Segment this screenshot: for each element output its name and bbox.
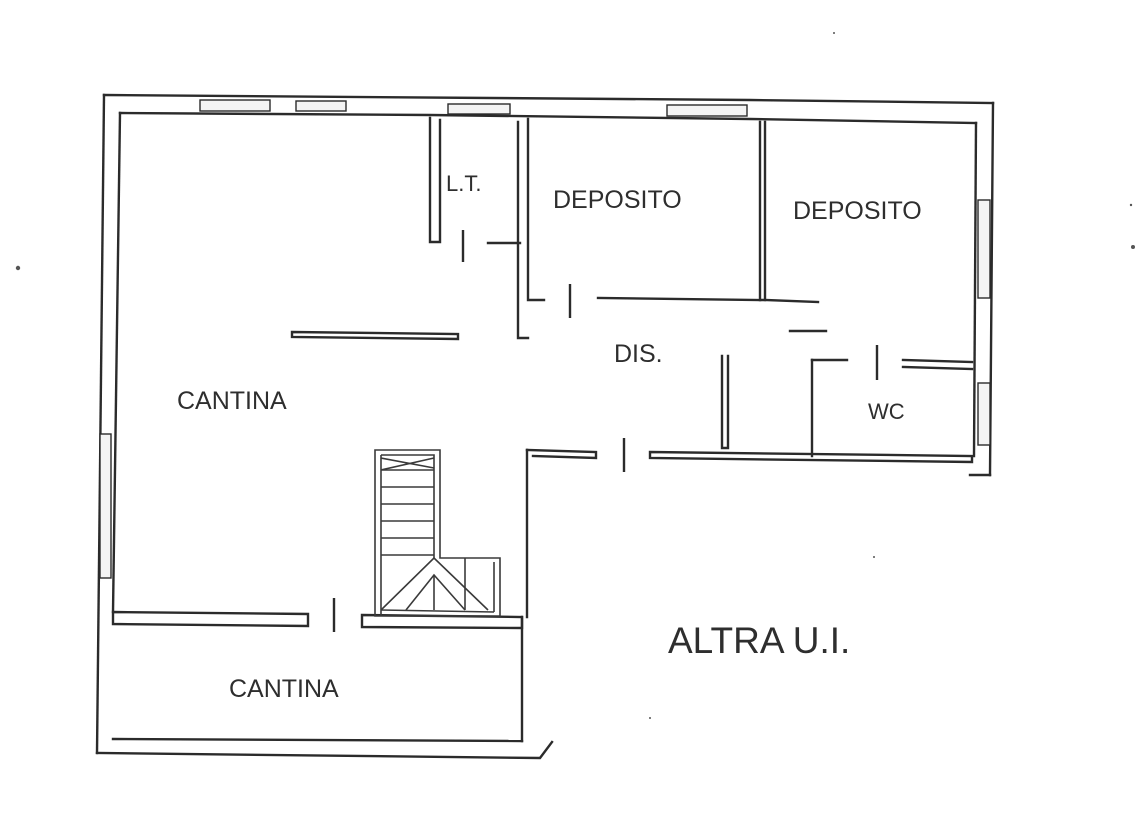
doors <box>332 230 879 632</box>
staircase <box>374 449 501 617</box>
interior-walls <box>290 116 974 464</box>
window-top-1 <box>199 99 271 112</box>
scan-specks <box>15 32 1135 719</box>
room-label-deposito-1: DEPOSITO <box>553 186 682 214</box>
room-label-cantina: CANTINA <box>177 387 287 415</box>
window-left <box>99 433 112 579</box>
window-top-4 <box>666 104 748 117</box>
windows <box>99 99 991 579</box>
room-label-wc: WC <box>868 399 905 424</box>
window-top-2 <box>295 100 347 112</box>
room-label-cantina-lower: CANTINA <box>229 675 339 703</box>
room-label-deposito-2: DEPOSITO <box>793 197 922 225</box>
window-top-3 <box>447 103 511 115</box>
label-altra-ui: ALTRA U.I. <box>668 620 850 661</box>
room-label-dis: DIS. <box>614 340 663 368</box>
outer-walls <box>95 93 995 760</box>
window-right-2 <box>977 382 991 446</box>
room-label-lt: L.T. <box>446 171 481 196</box>
window-right-1 <box>977 199 991 299</box>
